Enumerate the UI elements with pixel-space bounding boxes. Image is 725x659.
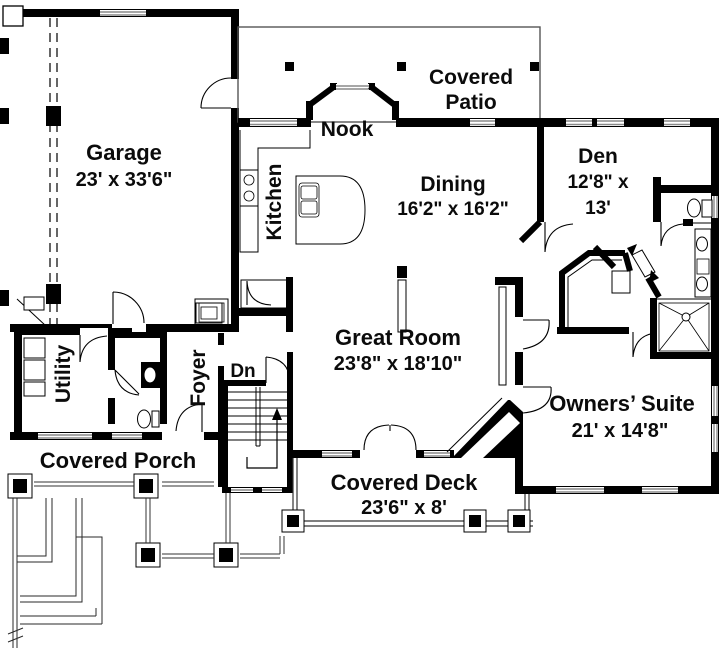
shower (654, 298, 714, 356)
den-dims-1: 12'8" x (567, 172, 629, 193)
toilet (687, 198, 701, 218)
garage-corner-notch (2, 5, 24, 27)
great-room-label: Great Room (335, 325, 461, 350)
vanity (694, 228, 712, 298)
dining-label: Dining (420, 173, 485, 196)
stairs-dn-label: Dn (230, 361, 255, 382)
closet-door (631, 249, 656, 278)
sink (696, 276, 708, 292)
garage-dims: 23' x 33'6" (76, 169, 173, 191)
den-label: Den (578, 145, 618, 168)
gallery (397, 266, 552, 494)
garage: Garage 23' x 33'6" (0, 5, 239, 332)
nook-bay-wall (368, 83, 398, 109)
terrace-steps (17, 498, 103, 625)
bath-hall-door (660, 222, 684, 247)
deck-label: Covered Deck (331, 470, 479, 495)
walkway-break (7, 627, 24, 643)
covered-patio: Covered Patio (237, 26, 541, 123)
water-heater (195, 302, 223, 324)
patio-label-1: Covered (429, 66, 513, 89)
entry-steps (7, 498, 103, 648)
foyer-closet (194, 298, 229, 327)
pantry-door (246, 280, 272, 306)
patio-post (530, 62, 539, 71)
patio-label-2: Patio (445, 91, 496, 114)
patio-outline (237, 26, 541, 123)
patio-post (285, 62, 294, 71)
deck-edge (292, 458, 533, 527)
foyer-label: Foyer (187, 349, 210, 406)
kitchen-label: Kitchen (263, 163, 286, 240)
front-door (175, 403, 203, 432)
hall-niche (611, 270, 631, 294)
garage-utility-door (112, 291, 145, 324)
kitchen-island (295, 175, 366, 245)
sink (696, 236, 708, 252)
owners-suite-label: Owners’ Suite (549, 391, 695, 416)
garage-equipment (23, 296, 45, 311)
suite-closet-door (632, 332, 657, 358)
dining: Dining 16'2" x 16'2" (397, 173, 509, 220)
island-sink (298, 182, 320, 218)
great-room-dims: 23'8" x 18'10" (334, 353, 463, 375)
porch-railing (34, 481, 285, 559)
gallery-low-wall (498, 286, 507, 386)
dining-dims: 16'2" x 16'2" (397, 199, 509, 220)
north-wall-nook: Nook (238, 83, 718, 141)
column (397, 279, 407, 333)
utility-foyer: Utility Foyer (10, 298, 229, 487)
toilet (137, 409, 151, 429)
walkway (12, 498, 18, 648)
owners-suite-dims: 21' x 14'8" (572, 420, 669, 442)
nook-label: Nook (321, 118, 374, 141)
garage-door-dashed (49, 18, 58, 324)
owners-bath (645, 198, 719, 359)
covered-porch: Covered Porch (7, 448, 285, 568)
east-wall (711, 118, 719, 494)
vestibule-door (522, 319, 550, 350)
stairs: Dn (222, 352, 293, 493)
great-room: Great Room 23'8" x 18'10" (292, 325, 523, 458)
den-dims-2: 13' (585, 198, 611, 219)
garage-patio-door (200, 77, 232, 109)
deck-dims: 23'6" x 8' (361, 497, 447, 519)
owners-suite: Owners’ Suite 21' x 14'8" (515, 391, 719, 494)
kitchen: Kitchen (231, 130, 366, 332)
laundry-tub (23, 381, 46, 397)
washer (23, 337, 46, 359)
covered-deck: Covered Deck 23'6" x 8' (281, 458, 533, 533)
fireplace (452, 400, 523, 458)
den-door (544, 222, 574, 253)
utility-door (79, 335, 108, 363)
stairs-door (265, 356, 291, 383)
toilet-tank (151, 410, 160, 428)
suite-entry-door (522, 386, 552, 414)
walk-in-closet (557, 244, 659, 358)
stair-treads (228, 391, 287, 441)
shower-drain (681, 312, 691, 322)
french-doors (363, 424, 417, 451)
patio-post (397, 62, 406, 71)
toilet-tank (701, 199, 713, 218)
utility-label: Utility (52, 345, 75, 404)
den: Den 12'8" x 13' (518, 126, 713, 253)
porch-label: Covered Porch (40, 448, 197, 473)
dryer (23, 359, 46, 381)
garage-label: Garage (86, 140, 162, 165)
half-bath-door (114, 369, 140, 396)
bath-sink (143, 366, 157, 384)
stair-arrow (246, 414, 278, 469)
